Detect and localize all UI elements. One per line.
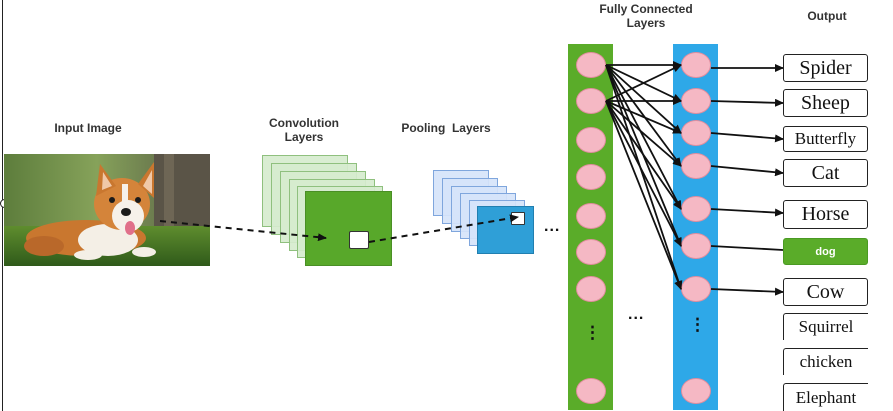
fc2-neuron-2 — [681, 88, 711, 114]
output-class-dog-highlighted: dog — [783, 238, 868, 265]
output-class-chicken: chicken — [783, 348, 868, 375]
conv-feature-map-front — [305, 191, 392, 266]
output-class-cow: Cow — [783, 278, 868, 306]
output-class-horse: Horse — [783, 200, 868, 229]
output-class-spider: Spider — [783, 54, 868, 82]
fc1-neuron-6 — [576, 239, 606, 265]
fc1-neuron-4 — [576, 164, 606, 190]
fully-connected-label-line1: Fully Connected — [599, 2, 693, 16]
output-class-cat: Cat — [783, 159, 868, 187]
corgi-dog-photo — [4, 154, 210, 266]
convolution-label-line2: Layers — [284, 130, 324, 144]
ellipsis-between-fc-layers: ... — [628, 306, 645, 323]
convolution-label-line1: Convolution — [269, 116, 339, 130]
fc2-neuron-3 — [681, 120, 711, 146]
output-class-sheep: Sheep — [783, 89, 868, 117]
fc1-neuron-1 — [576, 52, 606, 78]
fc1-neuron-3 — [576, 127, 606, 153]
fc1-neuron-last — [576, 378, 606, 404]
fc2-neuron-5 — [681, 196, 711, 222]
ellipsis-after-pooling: ... — [544, 218, 561, 235]
fc1-neuron-2 — [576, 88, 606, 114]
fully-connected-layers-label: Fully Connected Layers — [580, 2, 712, 30]
fc2-neuron-1 — [681, 52, 711, 78]
fc1-neuron-7 — [576, 276, 606, 302]
output-class-elephant: Elephant — [783, 383, 868, 411]
convolution-layers-label: Convolution Layers — [254, 116, 354, 144]
fc-connections — [605, 61, 683, 290]
output-label: Output — [807, 9, 847, 23]
output-arrows — [710, 64, 784, 296]
pooling-layers-label: Pooling Layers — [401, 121, 491, 135]
output-class-butterfly: Butterfly — [783, 126, 868, 152]
fc2-neuron-last — [681, 378, 711, 404]
output-class-squirrel: Squirrel — [783, 313, 868, 340]
input-dog-photo — [4, 154, 210, 266]
conv-to-pool-arrow — [368, 214, 519, 243]
input-image-label: Input Image — [54, 121, 122, 135]
conv-kernel-window — [349, 231, 369, 249]
input-to-conv-arrow — [159, 220, 327, 242]
fc1-neuron-5 — [576, 203, 606, 229]
fully-connected-label-line2: Layers — [626, 16, 666, 30]
